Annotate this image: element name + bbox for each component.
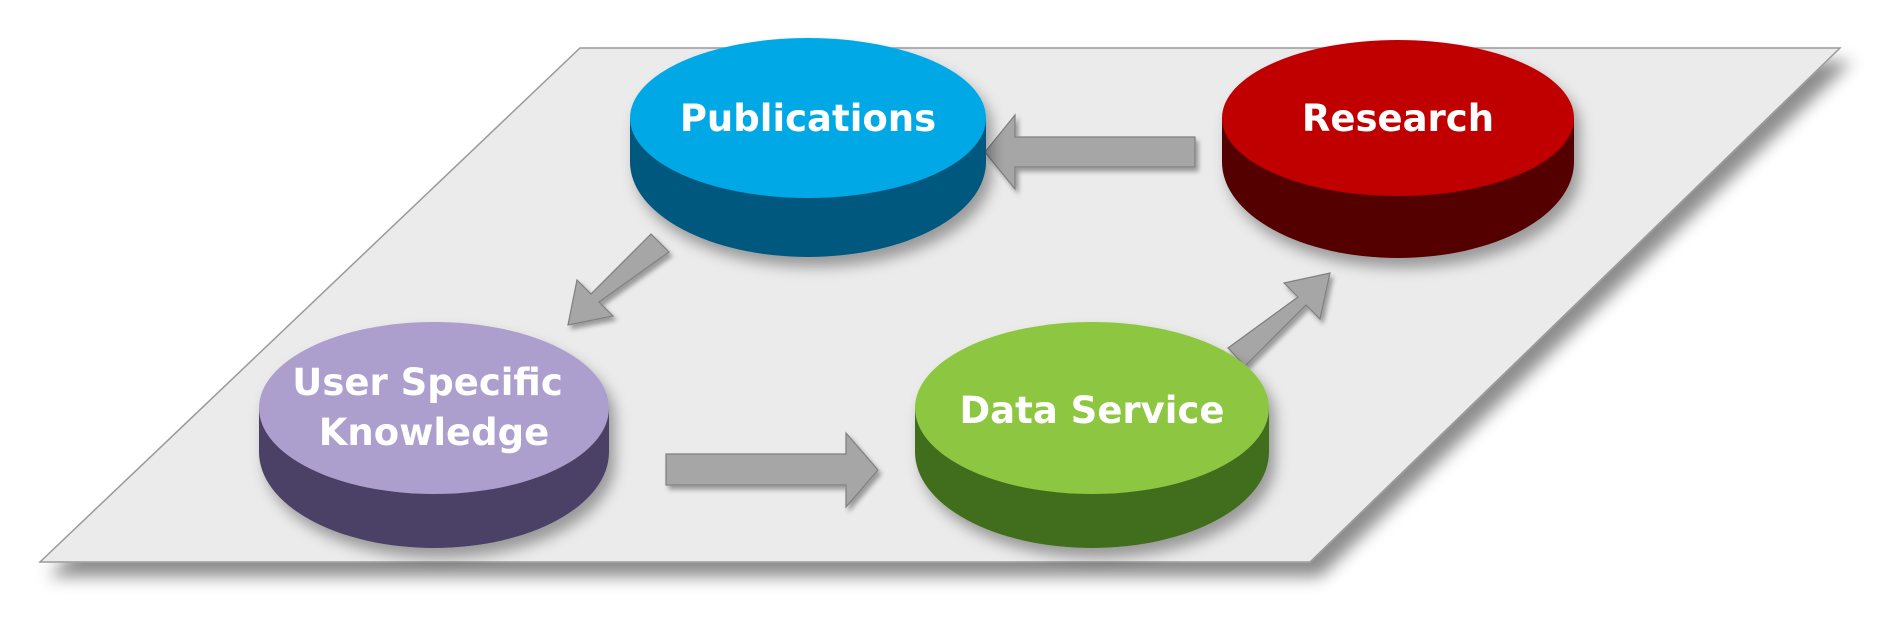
- node-label-user-line1: User Specific: [292, 361, 563, 404]
- svg-text:User Specific Knowledge: User Specific Knowledge: [292, 361, 575, 454]
- node-data-service: Data Service: [915, 322, 1269, 548]
- svg-text:Publications: Publications: [680, 97, 936, 140]
- node-label-user-line2: Knowledge: [319, 411, 549, 454]
- arrow-user-specific-knowledge-to-data-service: [665, 431, 879, 509]
- disk-top: [630, 38, 986, 198]
- arrow-layer: [567, 113, 1331, 509]
- node-publications: Publications: [630, 38, 986, 257]
- node-label-data-service: Data Service: [959, 389, 1224, 432]
- disk-top: [259, 322, 609, 494]
- disk-top: [915, 322, 1269, 494]
- arrow-data-service-to-research: [1227, 272, 1331, 367]
- svg-text:Research: Research: [1302, 97, 1494, 140]
- node-label-research: Research: [1302, 97, 1494, 140]
- disk-top: [1222, 40, 1574, 196]
- arrow-research-to-publications: [984, 113, 1196, 191]
- node-research: Research: [1222, 40, 1574, 258]
- node-label-publications: Publications: [680, 97, 936, 140]
- arrow-publications-to-user-specific-knowledge: [567, 233, 670, 326]
- svg-text:Data Service: Data Service: [959, 389, 1224, 432]
- node-user-specific-knowledge: User Specific Knowledge: [259, 322, 609, 548]
